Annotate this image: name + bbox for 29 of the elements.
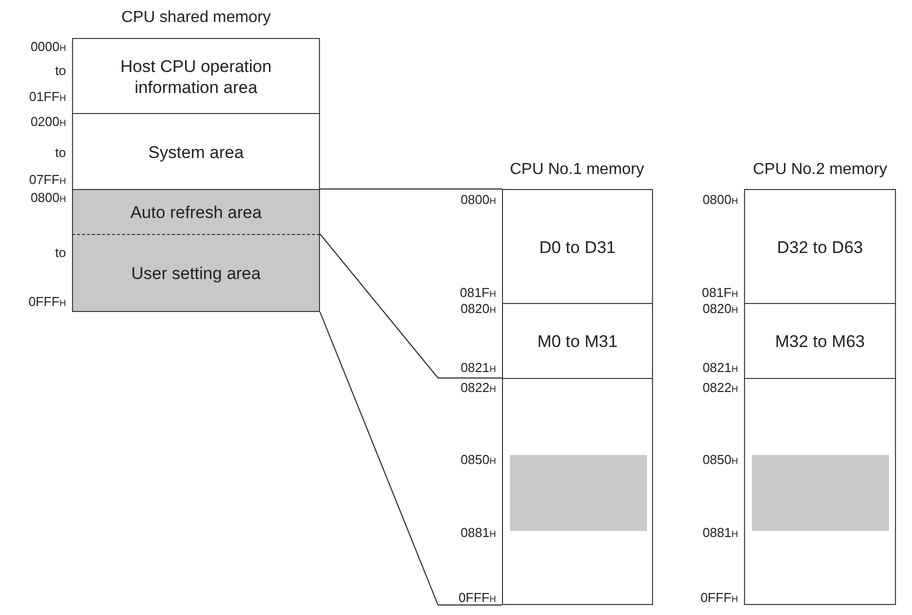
memory-area bbox=[502, 189, 653, 304]
leader-line bbox=[320, 234, 502, 378]
area-label: Auto refresh area bbox=[130, 202, 262, 222]
memory-area bbox=[502, 378, 653, 605]
memory-area bbox=[72, 38, 320, 114]
memory-area bbox=[502, 303, 653, 379]
memory-area bbox=[72, 234, 320, 312]
memory-area bbox=[72, 113, 320, 190]
memory-title: CPU No.2 memory bbox=[752, 160, 888, 180]
area-label: Host CPU operation information area bbox=[119, 56, 273, 98]
area-label: User setting area bbox=[131, 262, 261, 284]
memory-title: CPU shared memory bbox=[121, 8, 271, 28]
memory-area bbox=[744, 378, 896, 605]
shaded-area bbox=[510, 455, 647, 531]
shaded-area bbox=[752, 455, 889, 531]
area-label: M32 to M63 bbox=[775, 331, 865, 352]
leader-line bbox=[320, 312, 502, 606]
memory-area bbox=[72, 189, 320, 234]
area-label: D32 to D63 bbox=[777, 236, 863, 258]
address-label: to bbox=[55, 146, 66, 160]
memory-area bbox=[744, 303, 896, 379]
leader-line bbox=[320, 188, 502, 190]
area-label: D0 to D31 bbox=[539, 236, 616, 258]
address-label: to bbox=[55, 246, 66, 260]
area-label: System area bbox=[148, 142, 244, 162]
memory-area bbox=[744, 189, 896, 304]
memory-title: CPU No.1 memory bbox=[510, 160, 644, 180]
address-label: to bbox=[55, 64, 66, 78]
area-label: M0 to M31 bbox=[537, 331, 618, 352]
